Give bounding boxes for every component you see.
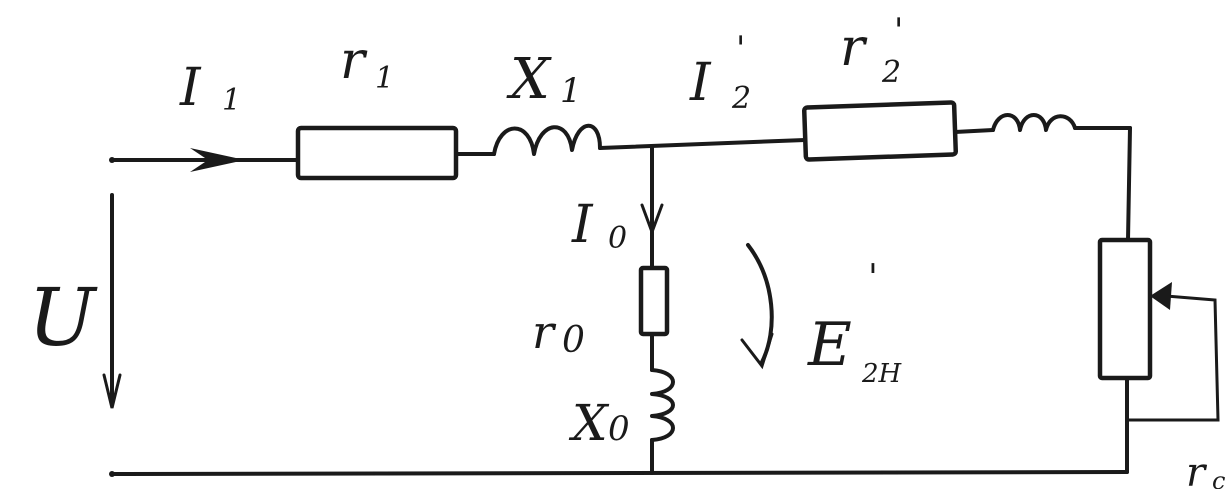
svg-text:c: c bbox=[1212, 467, 1225, 489]
svg-text:1: 1 bbox=[375, 61, 394, 96]
svg-text:r: r bbox=[340, 31, 368, 91]
svg-text:I: I bbox=[571, 195, 594, 255]
inductor-x2-prime bbox=[991, 113, 1077, 132]
inductor-x1 bbox=[492, 123, 602, 156]
label-i1: I 1 bbox=[179, 58, 241, 118]
svg-text:2H: 2H bbox=[861, 359, 903, 389]
label-r2-prime: r 2 ' bbox=[840, 11, 903, 90]
svg-text:r: r bbox=[532, 305, 557, 359]
svg-text:r: r bbox=[840, 18, 868, 78]
svg-text:2: 2 bbox=[731, 81, 751, 116]
resistor-r1 bbox=[295, 125, 459, 181]
rheostat-loop bbox=[1125, 294, 1220, 422]
label-r0: r 0 bbox=[532, 305, 585, 361]
wire-x1-r2 bbox=[598, 138, 807, 150]
rheostat-load bbox=[1097, 237, 1153, 381]
label-e2h-prime: E 2H ' bbox=[807, 258, 903, 389]
svg-text:X: X bbox=[506, 47, 552, 112]
svg-text:2: 2 bbox=[881, 55, 901, 90]
svg-text:1: 1 bbox=[560, 71, 582, 111]
svg-text:': ' bbox=[894, 11, 903, 51]
label-i0: I 0 bbox=[571, 195, 627, 256]
arrow-i1 bbox=[190, 148, 245, 172]
svg-text:0: 0 bbox=[562, 320, 585, 361]
svg-text:X: X bbox=[568, 394, 610, 452]
label-r1: r 1 bbox=[340, 31, 394, 96]
svg-text:r: r bbox=[1186, 450, 1208, 489]
label-r-load: r c bbox=[1186, 450, 1225, 489]
input-terminal-top bbox=[109, 157, 115, 163]
arrow-u-head bbox=[102, 373, 122, 409]
wire-right-down bbox=[1126, 126, 1132, 242]
label-i2-prime: I 2 ' bbox=[689, 29, 751, 116]
label-x1: X 1 bbox=[506, 47, 582, 112]
label-x0: X 0 bbox=[568, 394, 630, 452]
svg-text:I: I bbox=[179, 58, 202, 118]
svg-text:0: 0 bbox=[608, 409, 630, 449]
bottom-wire bbox=[110, 470, 1129, 476]
arrow-i0 bbox=[640, 203, 664, 237]
svg-text:0: 0 bbox=[608, 221, 627, 256]
rheostat-wiper-arrow bbox=[1150, 282, 1172, 310]
svg-text:1: 1 bbox=[222, 83, 241, 118]
svg-text:U: U bbox=[28, 271, 98, 364]
arrow-e2h-head bbox=[740, 332, 774, 370]
label-u: U bbox=[28, 271, 98, 364]
circuit-wires bbox=[110, 126, 1220, 476]
svg-text:E: E bbox=[807, 310, 852, 380]
input-terminal-bottom bbox=[109, 471, 115, 477]
svg-text:I: I bbox=[689, 53, 712, 113]
wire-r2-x2 bbox=[953, 128, 995, 134]
resistor-r0 bbox=[638, 265, 670, 337]
inductor-x0 bbox=[650, 368, 675, 442]
resistor-r2-prime bbox=[801, 100, 959, 162]
svg-text:': ' bbox=[736, 29, 745, 69]
svg-text:': ' bbox=[868, 258, 878, 299]
